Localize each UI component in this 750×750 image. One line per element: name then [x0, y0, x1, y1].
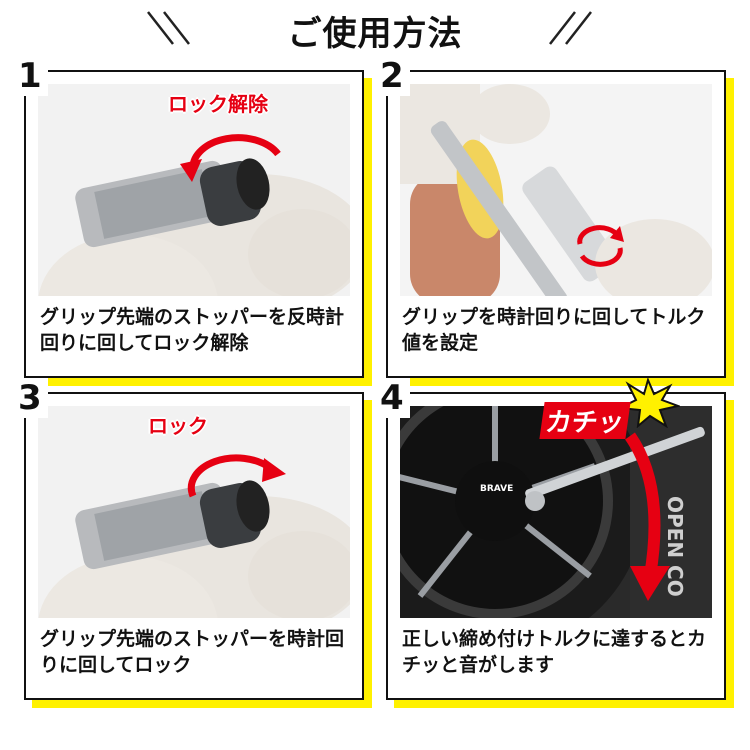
slash-decoration-left [147, 11, 190, 45]
step-3-photo: ロック [38, 406, 350, 618]
ccw-arrow-icon [180, 134, 281, 182]
step-2-caption: グリップを時計回りに回してトルク値を設定 [402, 306, 706, 354]
step-card: ロック グリップ先端のストッパーを時計回りに回してロック [24, 392, 364, 700]
step-card: OPEN CO BRAVE カチッ 正しい締め付けトルクに達するとカチッと音がし… [386, 378, 726, 700]
step-number: 4 [374, 378, 410, 418]
step-2-photo [400, 84, 712, 296]
step-3-panel: ロック グリップ先端のストッパーを時計回りに回してロック 3 [12, 378, 374, 710]
step-4-caption: 正しい締め付けトルクに達するとカチッと音がします [402, 628, 707, 676]
lock-callout: ロック [148, 414, 208, 438]
click-callout: カチッ [539, 402, 631, 439]
burst-icon [616, 378, 680, 428]
slash-decoration-right [549, 11, 592, 45]
step-1-caption: グリップ先端のストッパーを反時計回りに回してロック解除 [40, 306, 345, 354]
step-3-caption: グリップ先端のストッパーを時計回りに回してロック [40, 628, 345, 676]
unlock-callout: ロック解除 [168, 92, 268, 116]
rotate-arrow-icon [577, 225, 624, 267]
step-2-panel: グリップを時計回りに回してトルク値を設定 2 [374, 56, 736, 388]
step-number: 1 [12, 56, 48, 96]
cw-arrow-icon [187, 454, 286, 498]
down-arrow-icon [625, 432, 670, 601]
step-card: グリップを時計回りに回してトルク値を設定 [386, 70, 726, 378]
wheel-brand-logo: BRAVE [480, 484, 514, 494]
step-card: ロック解除 グリップ先端のストッパーを反時計回りに回してロック解除 [24, 70, 364, 378]
step-number: 3 [12, 378, 48, 418]
step-4-panel: OPEN CO BRAVE カチッ 正しい締め付けトルクに達するとカチッと音がし… [374, 378, 736, 710]
tire-lettering: OPEN CO [663, 496, 687, 597]
step-4-photo: OPEN CO BRAVE [400, 406, 712, 618]
step-number: 2 [374, 56, 410, 96]
step-1-panel: ロック解除 グリップ先端のストッパーを反時計回りに回してロック解除 1 [12, 56, 374, 388]
page-title: ご使用方法 [287, 14, 463, 54]
step-1-photo: ロック解除 [38, 84, 350, 296]
